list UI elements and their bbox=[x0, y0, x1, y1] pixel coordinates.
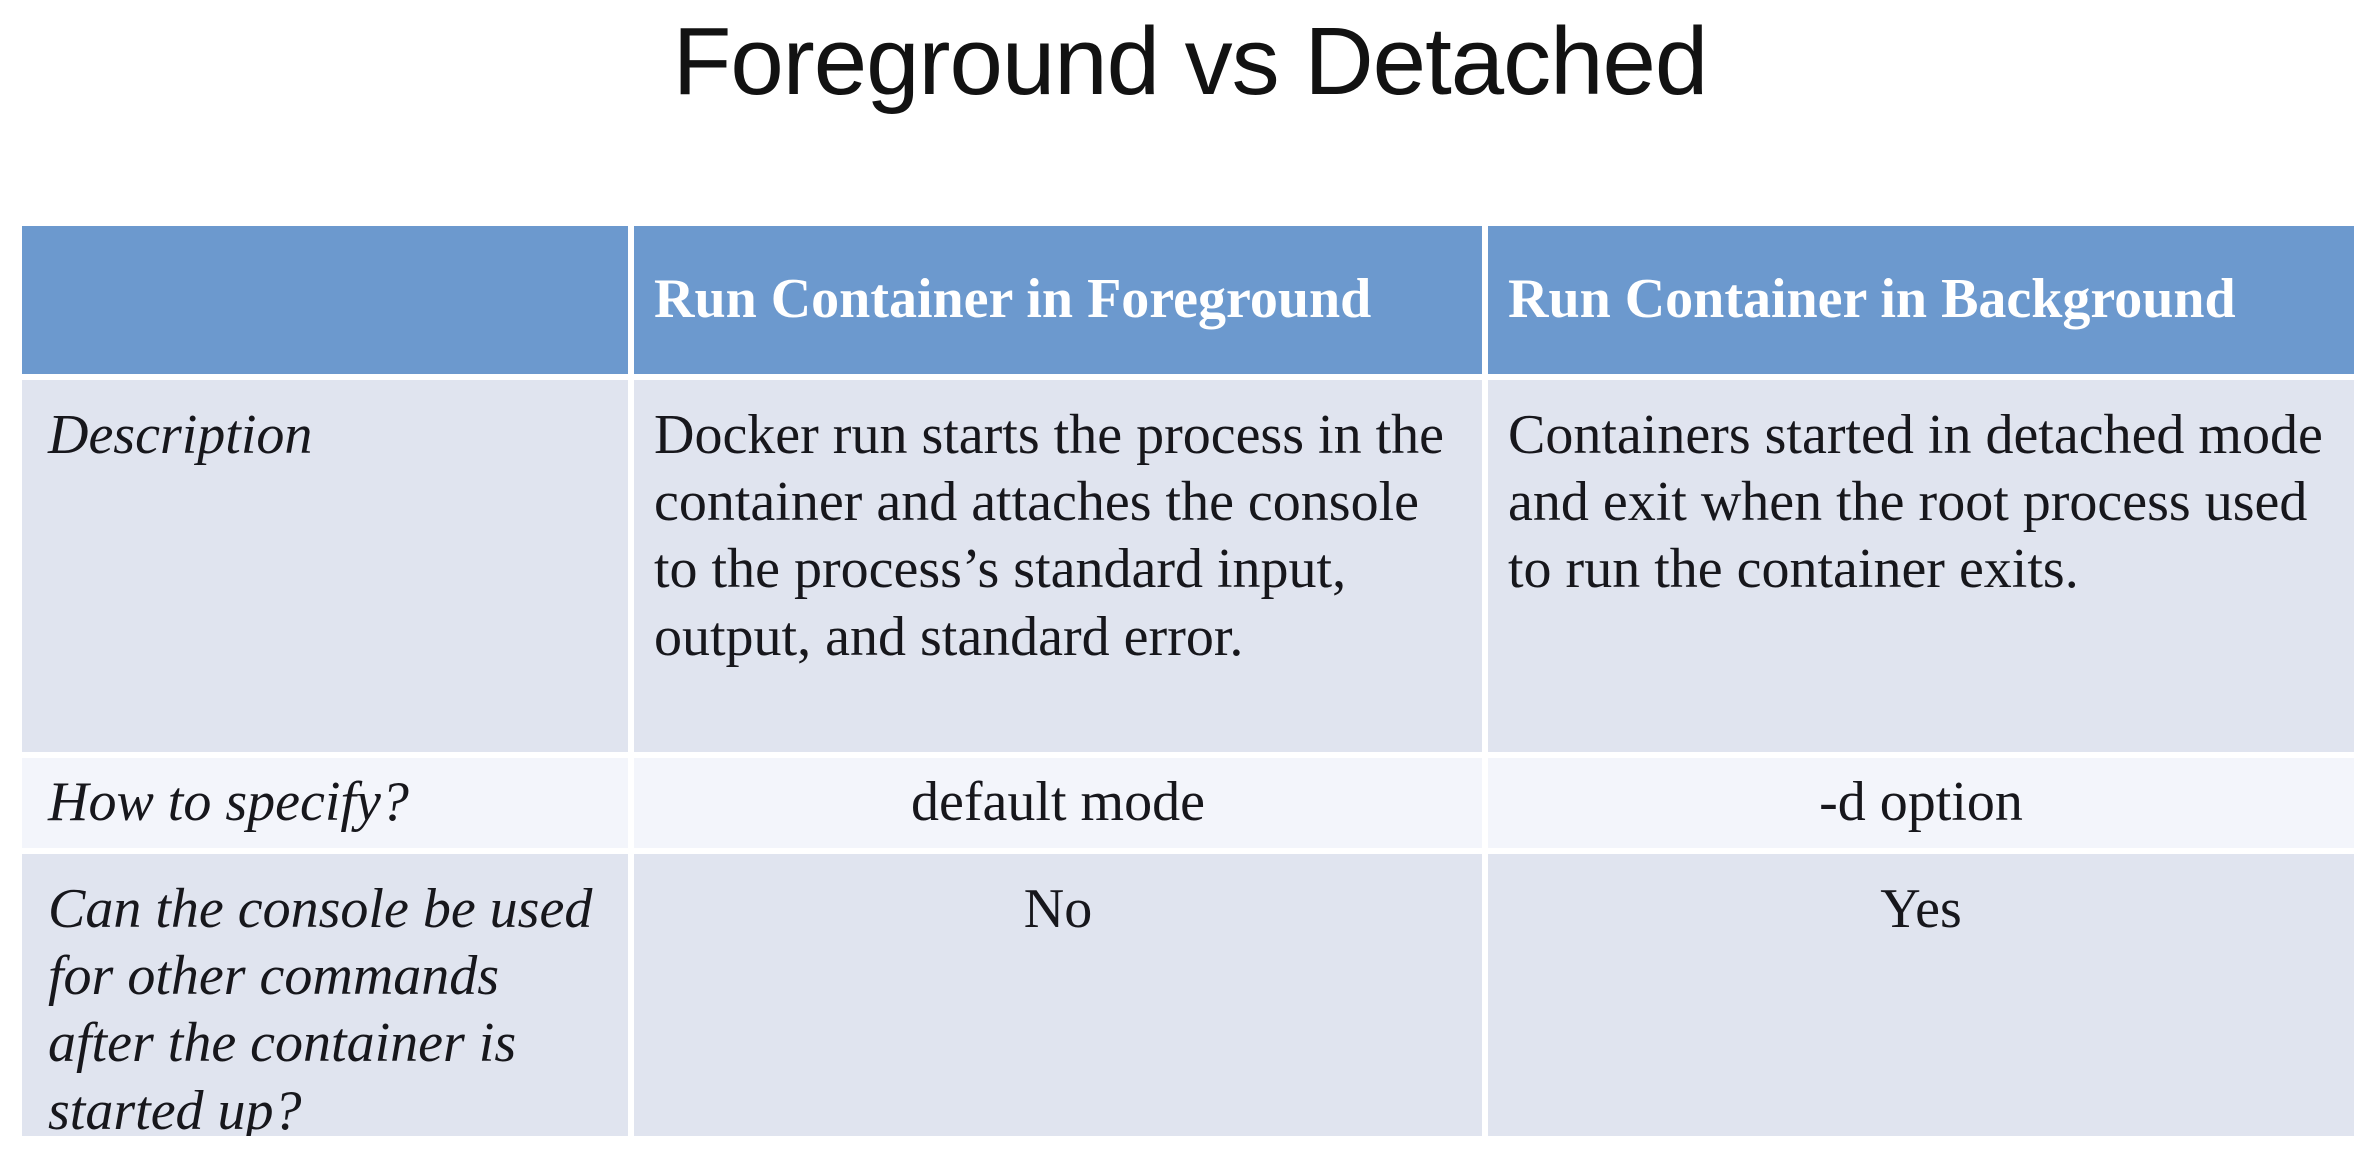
row-label-how-to-specify: How to specify? bbox=[22, 758, 628, 848]
cell-description-background: Containers started in detached mode and … bbox=[1488, 380, 2354, 752]
row-label-console-reuse: Can the console be used for other comman… bbox=[22, 854, 628, 1136]
cell-description-foreground: Docker run starts the process in the con… bbox=[634, 380, 1482, 752]
cell-how-to-specify-foreground: default mode bbox=[634, 758, 1482, 848]
cell-console-reuse-foreground: No bbox=[634, 854, 1482, 1136]
header-cell-run-foreground: Run Container in Foreground bbox=[634, 226, 1482, 374]
cell-how-to-specify-background: -d option bbox=[1488, 758, 2354, 848]
header-cell-run-background: Run Container in Background bbox=[1488, 226, 2354, 374]
header-cell-blank bbox=[22, 226, 628, 374]
row-label-description: Description bbox=[22, 380, 628, 752]
comparison-table: Run Container in Foreground Run Containe… bbox=[22, 226, 2354, 1136]
cell-console-reuse-background: Yes bbox=[1488, 854, 2354, 1136]
slide-title: Foreground vs Detached bbox=[672, 8, 1709, 115]
